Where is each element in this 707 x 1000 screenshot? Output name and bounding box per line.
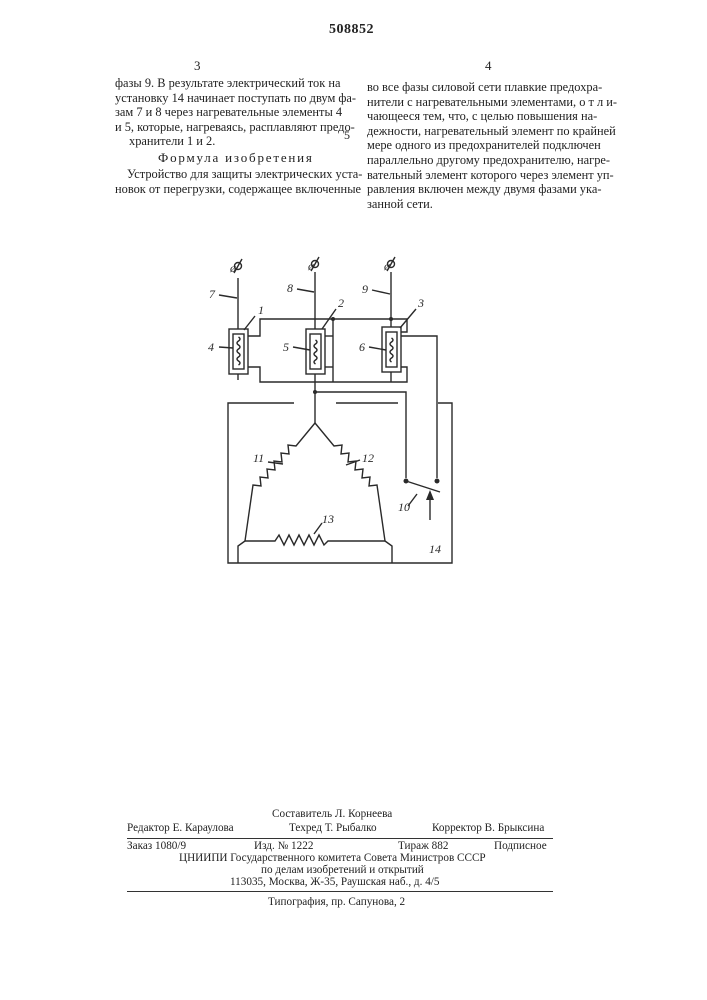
address-line: 113035, Москва, Ж-35, Раушская наб., д. … xyxy=(230,876,440,888)
phase-wires xyxy=(238,272,391,329)
footer-rule-top xyxy=(127,838,553,839)
label-2: 2 xyxy=(338,296,344,310)
phase-symbol-8: ø xyxy=(307,259,315,273)
heater-4 xyxy=(237,337,240,365)
label-6: 6 xyxy=(359,340,365,354)
subscription-line: Подписное xyxy=(494,840,547,852)
phase-symbol-9: ø xyxy=(383,259,391,273)
circulation-line: Тираж 882 xyxy=(398,840,448,852)
footer-rule-bottom xyxy=(127,891,553,892)
heater-5 xyxy=(314,340,317,364)
organization-line-1: ЦНИИПИ Государственного комитета Совета … xyxy=(179,852,486,864)
label-3: 3 xyxy=(417,296,424,310)
label-10: 10 xyxy=(398,500,410,514)
organization-line-2: по делам изобретений и открытий xyxy=(261,864,424,876)
label-leaders xyxy=(219,289,417,534)
label-13: 13 xyxy=(322,512,334,526)
label-9: 9 xyxy=(362,282,368,296)
order-line: Заказ 1080/9 xyxy=(127,840,186,852)
corrector-line: Корректор В. Брыксина xyxy=(432,822,544,834)
label-4: 4 xyxy=(208,340,214,354)
interconnect-wiring xyxy=(238,317,437,478)
phase-terminals xyxy=(234,257,395,273)
label-12: 12 xyxy=(362,451,374,465)
label-5: 5 xyxy=(283,340,289,354)
edition-line: Изд. № 1222 xyxy=(254,840,313,852)
editor-line: Редактор Е. Караулова xyxy=(127,822,234,834)
delta-load xyxy=(238,392,392,563)
resistor-11 xyxy=(245,423,315,541)
printer-line: Типография, пр. Сапунова, 2 xyxy=(268,896,405,908)
label-7: 7 xyxy=(209,287,216,301)
phase-symbol-7: ø xyxy=(229,261,237,275)
compiler-line: Составитель Л. Корнеева xyxy=(272,808,392,820)
fuse-1 xyxy=(229,329,248,374)
label-1: 1 xyxy=(258,303,264,317)
fuse-2 xyxy=(306,329,325,374)
label-8: 8 xyxy=(287,281,293,295)
label-14: 14 xyxy=(429,542,441,556)
label-11: 11 xyxy=(253,451,264,465)
heater-6 xyxy=(390,338,393,362)
installation-14 xyxy=(228,403,452,563)
resistor-13 xyxy=(245,535,385,545)
switch-contact xyxy=(406,481,440,492)
techeditor-line: Техред Т. Рыбалко xyxy=(289,822,377,834)
